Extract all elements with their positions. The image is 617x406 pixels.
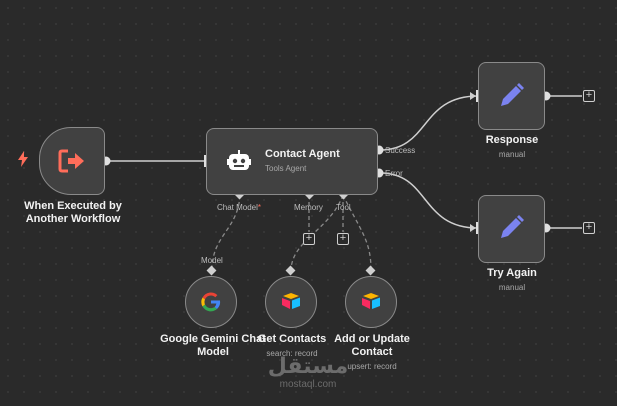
watermark-url: mostaql.com [279, 379, 337, 390]
wire-success-response [379, 95, 479, 151]
trigger-label: When Executed by Another Workflow [24, 200, 122, 225]
agent-title: Contact Agent [265, 148, 340, 160]
agent-subtitle: Tools Agent [265, 164, 307, 173]
get-contacts-label: Get Contacts [257, 333, 327, 345]
gemini-label: Google Gemini Chat Model [160, 333, 266, 358]
robot-icon [227, 150, 251, 177]
wire-error-try-again [379, 172, 479, 229]
memory-label: Memory [294, 203, 323, 212]
pencil-icon [497, 214, 525, 247]
wire-tool-add [342, 194, 372, 271]
gemini-port [206, 265, 217, 276]
add-update-port [365, 265, 376, 276]
add-memory-button[interactable]: + [303, 233, 315, 245]
response-subtitle: manual [498, 150, 526, 159]
contact-agent-node[interactable] [206, 128, 378, 195]
try-again-subtitle: manual [498, 283, 526, 292]
model-label: Model [201, 256, 223, 265]
wire-model [211, 194, 241, 271]
get-contacts-port [285, 265, 296, 276]
google-g-icon [201, 292, 221, 317]
try-again-add-button[interactable]: + [583, 222, 595, 234]
add-tool-button[interactable]: + [337, 233, 349, 245]
try-again-label: Try Again [487, 267, 537, 279]
lightning-bolt-icon [18, 151, 28, 172]
sign-out-arrow-icon [58, 148, 86, 179]
get-contacts-node[interactable] [265, 276, 317, 328]
get-contacts-subtitle: search: record [266, 349, 318, 358]
success-label: Success [385, 146, 416, 155]
response-label: Response [485, 134, 539, 146]
pencil-icon [497, 82, 525, 115]
add-update-label: Add or Update Contact [334, 333, 410, 358]
add-update-contact-node[interactable] [345, 276, 397, 328]
airtable-icon [361, 292, 381, 315]
airtable-icon [281, 292, 301, 315]
add-update-subtitle: upsert: record [347, 362, 397, 371]
tool-label: Tool [336, 203, 351, 212]
chat-model-label: Chat Model* [217, 203, 262, 212]
response-add-button[interactable]: + [583, 90, 595, 102]
error-label: Error [385, 169, 403, 178]
watermark-arabic: مستقل [267, 354, 349, 379]
watermark: مستقل mostaql.com [263, 354, 353, 391]
required-asterisk: * [257, 203, 262, 212]
